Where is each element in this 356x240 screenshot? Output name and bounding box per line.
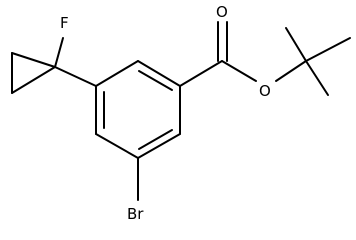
- bond-ring-2: [137, 60, 181, 87]
- bond-tbutyl-2: [305, 37, 351, 62]
- bond-c-f: [54, 37, 64, 68]
- atom-label-oxygen-carbonyl: O: [216, 3, 228, 21]
- molecule-diagram: F O O Br: [11, 3, 351, 223]
- atom-label-oxygen-ester: O: [259, 82, 271, 100]
- bond-tbutyl-1: [285, 27, 307, 62]
- bond-tbutyl-3: [305, 60, 329, 96]
- bond-ring-5: [95, 133, 139, 159]
- bond-cyclopropyl-ring: [54, 66, 97, 87]
- bond-c-o-ester: [221, 60, 257, 82]
- bond-ring-1: [95, 60, 139, 87]
- bond-ring-carbonyl: [179, 60, 223, 87]
- bond-cyclopropyl-3: [11, 66, 56, 94]
- atom-label-fluorine: F: [60, 14, 69, 32]
- bond-ring-4: [137, 133, 181, 159]
- bond-cyclopropyl-2: [11, 52, 56, 68]
- structure-canvas: F O O Br: [11, 3, 351, 223]
- bond-o-tbutyl: [275, 60, 307, 82]
- bond-ring-inner-2: [138, 129, 173, 150]
- bond-ring-inner-1: [138, 70, 173, 91]
- atom-label-bromine: Br: [127, 205, 144, 223]
